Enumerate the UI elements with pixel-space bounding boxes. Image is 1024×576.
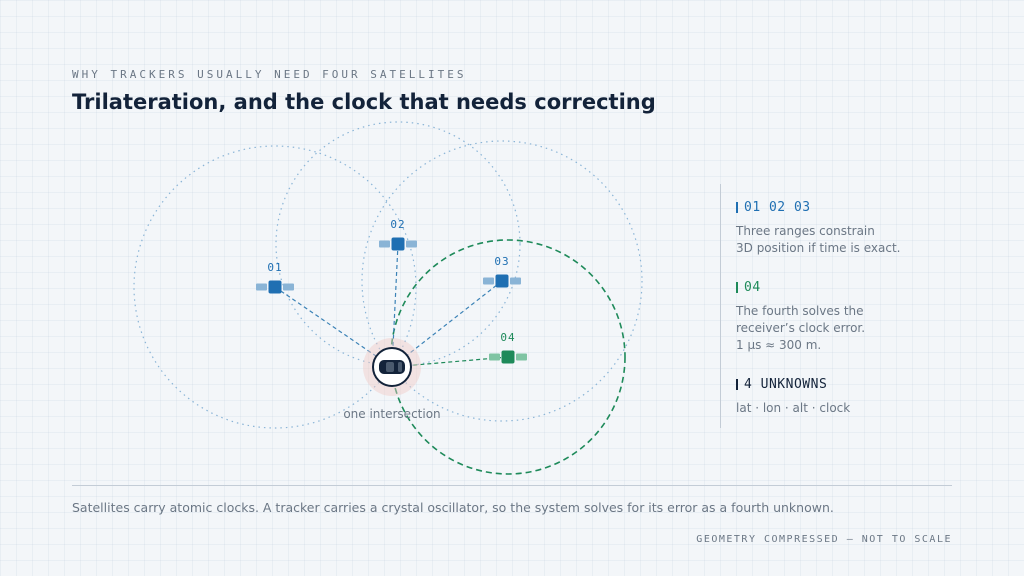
range-circle-04	[390, 239, 626, 475]
receiver	[363, 338, 421, 396]
sidebar-divider	[720, 184, 721, 428]
satellite-label-02: 02	[390, 218, 405, 231]
sidebar-text-position: Three ranges constrain 3D position if ti…	[736, 224, 901, 255]
sidebar-heading-unknowns: 4 UNKNOWNS	[736, 377, 966, 392]
eyebrow-text: WHY TRACKERS USUALLY NEED FOUR SATELLITE…	[72, 68, 467, 81]
intersection-label: one intersection	[343, 407, 440, 421]
satellite-04: 04	[489, 331, 527, 364]
range-line-01	[274, 286, 393, 368]
satellite-03: 03	[483, 255, 521, 288]
sidebar-heading-text: 4 UNKNOWNS	[744, 377, 828, 392]
sidebar-heading-fourth: 04	[736, 280, 966, 295]
satellite-icon	[256, 280, 294, 294]
satellite-icon	[379, 237, 417, 251]
sidebar-heading-text: 04	[744, 280, 761, 295]
footer-divider	[72, 485, 952, 486]
sidebar-section-unknowns: 4 UNKNOWNS lat · lon · alt · clock	[736, 377, 966, 417]
accent-bar	[736, 282, 738, 293]
satellite-icon	[489, 350, 527, 364]
sidebar-section-clock: 04 The fourth solves the receiver’s cloc…	[736, 280, 966, 354]
car-icon	[379, 360, 405, 374]
scale-note: GEOMETRY COMPRESSED — NOT TO SCALE	[696, 534, 952, 545]
satellite-label-04: 04	[500, 331, 515, 344]
sidebar-section-position: 01 02 03 Three ranges constrain 3D posit…	[736, 200, 966, 257]
satellite-label-03: 03	[494, 255, 509, 268]
sidebar-text-unknowns: lat · lon · alt · clock	[736, 401, 851, 415]
satellite-01: 01	[256, 261, 294, 294]
accent-bar	[736, 379, 738, 390]
range-circle-02	[275, 121, 521, 367]
range-line-03	[391, 280, 503, 368]
footer-note: Satellites carry atomic clocks. A tracke…	[72, 500, 834, 515]
satellite-02: 02	[379, 218, 417, 251]
sidebar-text-clock: The fourth solves the receiver’s clock e…	[736, 304, 866, 352]
sidebar-heading-text: 01 02 03	[744, 200, 811, 215]
page-title: Trilateration, and the clock that needs …	[72, 90, 656, 114]
satellite-icon	[483, 274, 521, 288]
range-line-04	[391, 356, 509, 368]
range-circle-01	[133, 145, 417, 429]
sidebar-heading-satellites: 01 02 03	[736, 200, 966, 215]
satellite-label-01: 01	[267, 261, 282, 274]
range-circle-03	[361, 140, 643, 422]
accent-bar	[736, 202, 738, 213]
